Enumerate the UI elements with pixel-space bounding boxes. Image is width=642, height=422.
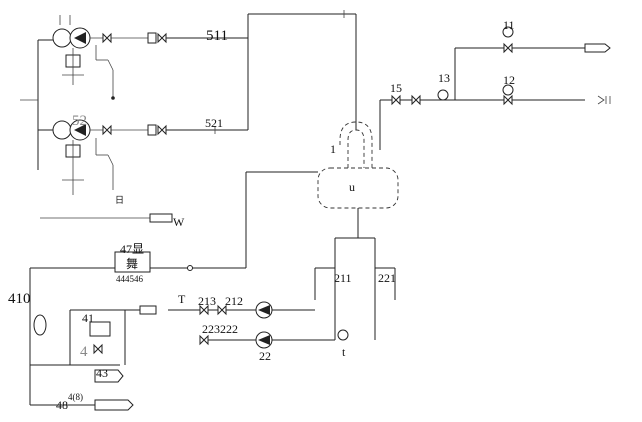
upper-compressor-unit [20,15,167,170]
label-T: T [178,292,186,306]
label-t: t [342,345,346,359]
label-41: 41 [82,311,94,325]
label-511: 511 [206,28,228,44]
label-52: 52 [72,113,87,129]
header-line-511 [166,10,357,130]
label-213: 213 [198,294,216,308]
label-1: 1 [330,142,336,156]
separator-vessel-u [317,121,399,238]
label-22: 22 [259,349,271,363]
header-line-521 [166,38,249,134]
discharge-manifold [379,26,611,150]
label-W: W [173,215,185,229]
label-444546: 444546 [116,274,144,284]
label-13: 13 [438,71,450,85]
label-48: 48 [56,398,68,412]
label-212: 212 [225,294,243,308]
label-11: 11 [503,18,515,32]
label-15: 15 [390,81,402,95]
label-47-sub: 舞 [126,257,138,271]
label-223222: 223222 [202,322,238,336]
lower-compressor-unit [52,119,167,195]
label-521: 521 [205,116,223,130]
bottom-left-equipment [29,309,140,411]
label-48b: 4(8) [68,392,83,402]
label-43: 43 [96,366,108,380]
label-u: u [349,180,355,194]
feed-line [29,171,318,365]
label-47: 47显 [120,242,144,256]
label-12: 12 [503,73,515,87]
label-221: 221 [378,271,396,285]
label-211: 211 [334,271,352,285]
label-410: 410 [8,291,31,307]
label-4: 4 [80,344,88,360]
exchanger-block [139,237,396,349]
label-E: 日 [115,195,124,205]
